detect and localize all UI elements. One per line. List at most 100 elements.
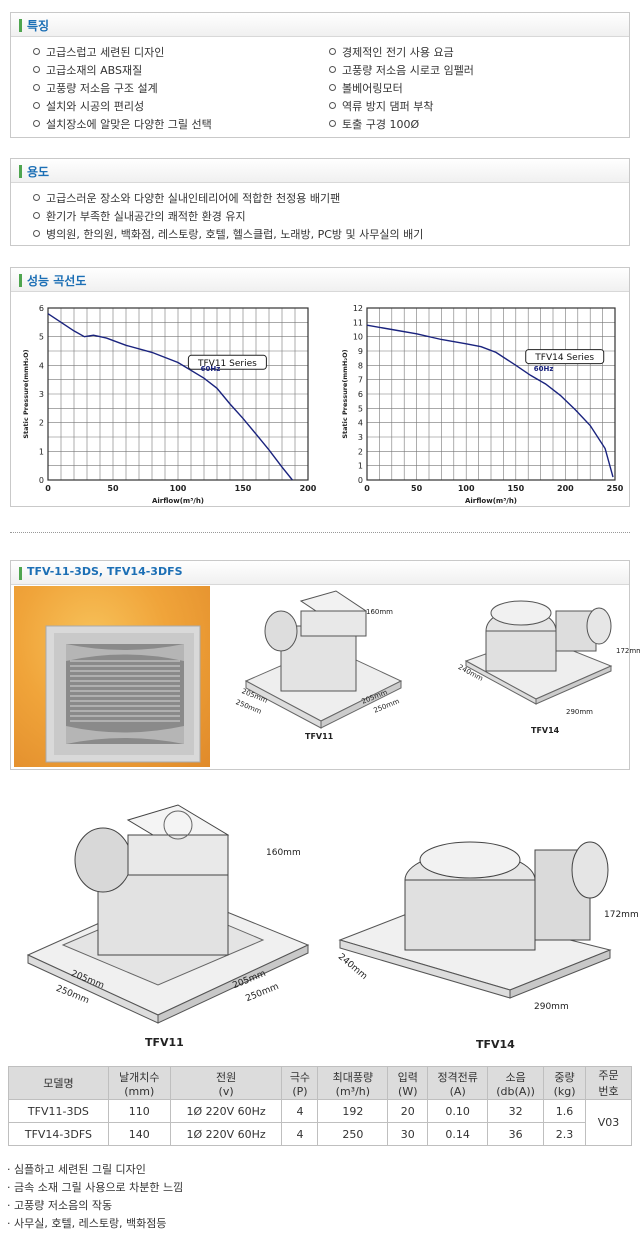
list-item: 고풍량 저소음 시로코 임펠러 [329, 62, 474, 80]
y-axis-label: Static Pressure(mmH₂O) [22, 349, 30, 438]
y-tick-label: 2 [358, 447, 363, 456]
x-axis-label: Airflow(m³/h) [465, 497, 517, 505]
col-header: 극수(P) [281, 1066, 319, 1100]
list-item: 설치장소에 알맞은 다양한 그릴 선택 [33, 116, 212, 134]
features-title: 특징 [27, 19, 50, 33]
list-item: · 고풍량 저소음의 작동 [7, 1199, 113, 1212]
usage-list: 고급스러운 장소와 다양한 실내인테리어에 적합한 천정용 배기팬 환기가 부족… [33, 190, 423, 244]
y-tick-label: 4 [358, 419, 363, 428]
list-item: 고풍량 저소음 구조 설계 [33, 80, 212, 98]
list-item: 경제적인 전기 사용 요금 [329, 44, 474, 62]
tfv14-small-drawing [464, 600, 613, 705]
product-section: TFV-11-3DS, TFV14-3DFS [10, 560, 640, 770]
plot-frame [47, 307, 309, 481]
bullet-icon [329, 66, 336, 73]
y-tick-label: 10 [353, 333, 363, 342]
table-cell: 110 [107, 1099, 171, 1123]
list-item: 고급소재의 ABS재질 [33, 62, 212, 80]
usage-header: 용도 [11, 159, 629, 183]
x-tick-label: 0 [364, 484, 370, 493]
series-label-box [187, 354, 267, 370]
y-tick-label: 2 [39, 419, 44, 428]
tfv11-small-drawing [244, 590, 403, 729]
y-tick-label: 5 [39, 333, 44, 342]
y-tick-label: 1 [39, 447, 44, 456]
tfv14-large-drawing [338, 841, 612, 999]
features-left-list: 고급스럽고 세련된 디자인 고급소재의 ABS재질 고풍량 저소음 구조 설계 … [33, 44, 212, 134]
table-cell: 4 [281, 1122, 319, 1146]
x-tick-label: 50 [107, 484, 119, 493]
bullet-icon [33, 194, 40, 201]
list-item: · 사무실, 호텔, 레스토랑, 백화점등 [7, 1217, 167, 1230]
model-caption: TFV14 [531, 726, 560, 735]
col-header: 전원(v) [169, 1066, 283, 1100]
table-cell: 20 [387, 1099, 429, 1123]
product-title: TFV-11-3DS, TFV14-3DFS [27, 565, 183, 578]
product-header: TFV-11-3DS, TFV14-3DFS [11, 561, 629, 585]
table-cell: 30 [387, 1122, 429, 1146]
dimension-label: 160mm [266, 848, 301, 858]
table-cell: 0.14 [427, 1122, 489, 1146]
y-tick-label: 8 [358, 361, 363, 370]
y-tick-label: 9 [358, 347, 363, 356]
y-axis-label: Static Pressure(mmH₂O) [341, 349, 349, 438]
list-item: · 금속 소재 그릴 사용으로 차분한 느낌 [7, 1181, 184, 1194]
table-cell: 1Ø 220V 60Hz [169, 1099, 283, 1123]
list-item: 볼베어링모터 [329, 80, 474, 98]
x-tick-label: 100 [458, 484, 475, 493]
order-number-cell: V03 [585, 1099, 632, 1146]
table-cell: 32 [487, 1099, 545, 1123]
usage-section: 용도 고급스러운 장소와 다양한 실내인테리어에 적합한 천정용 배기팬 환기가… [10, 158, 630, 246]
table-cell: 192 [317, 1099, 389, 1123]
bullet-icon [33, 120, 40, 127]
y-tick-label: 3 [358, 433, 363, 442]
features-section: 특징 고급스럽고 세련된 디자인 고급소재의 ABS재질 고풍량 저소음 구조 … [10, 12, 630, 138]
x-tick-label: 200 [300, 484, 317, 493]
col-header: 입력(W) [387, 1066, 429, 1100]
table-row: TFV14-3DFS 140 1Ø 220V 60Hz 4 250 30 0.1… [8, 1122, 632, 1146]
table-cell: 140 [107, 1122, 171, 1146]
col-header: 날개치수(mm) [107, 1066, 171, 1100]
plot-frame [366, 307, 616, 481]
y-tick-label: 0 [39, 476, 44, 485]
model-caption: TFV11 [305, 732, 334, 741]
list-item: · 심플하고 세련된 그릴 디자인 [7, 1163, 146, 1176]
dimension-label: 290mm [534, 1002, 569, 1012]
features-right-list: 경제적인 전기 사용 요금 고풍량 저소음 시로코 임펠러 볼베어링모터 역류 … [329, 44, 474, 134]
frequency-label: 60Hz [534, 365, 554, 373]
bullet-icon [33, 66, 40, 73]
x-tick-label: 0 [45, 484, 51, 493]
y-tick-label: 3 [39, 390, 44, 399]
y-tick-label: 12 [353, 304, 363, 313]
y-tick-label: 11 [353, 318, 363, 327]
y-tick-label: 4 [39, 361, 44, 370]
table-cell: TFV14-3DFS [8, 1122, 109, 1146]
y-tick-label: 5 [358, 404, 363, 413]
notes-list: · 심플하고 세련된 그릴 디자인 · 금속 소재 그릴 사용으로 차분한 느낌… [7, 1161, 183, 1233]
table-cell: 250 [317, 1122, 389, 1146]
frequency-label: 60Hz [201, 365, 221, 373]
bullet-icon [329, 84, 336, 91]
bullet-icon [33, 102, 40, 109]
table-cell: TFV11-3DS [8, 1099, 109, 1123]
bullet-icon [329, 48, 336, 55]
x-tick-label: 50 [411, 484, 423, 493]
series-label: TFV14 Series [534, 353, 594, 363]
bullet-icon [33, 212, 40, 219]
col-header: 중량(kg) [543, 1066, 586, 1100]
header-accent-bar [19, 165, 22, 178]
x-tick-label: 200 [557, 484, 574, 493]
y-tick-label: 1 [358, 462, 363, 471]
x-tick-label: 150 [235, 484, 252, 493]
x-tick-label: 250 [607, 484, 624, 493]
model-caption: TFV14 [476, 1038, 515, 1051]
bullet-icon [329, 120, 336, 127]
y-tick-label: 7 [358, 376, 363, 385]
series-label-box [525, 349, 605, 365]
header-accent-bar [19, 19, 22, 32]
x-axis-label: Airflow(m³/h) [152, 497, 204, 505]
